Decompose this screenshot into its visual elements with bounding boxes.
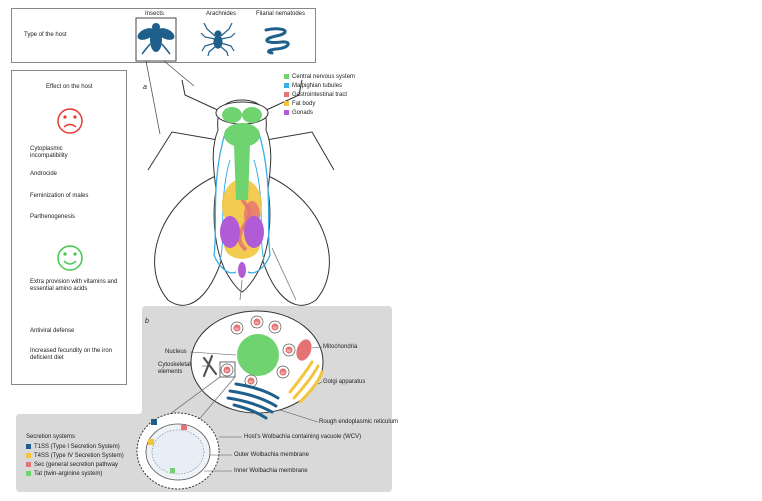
w-label: W — [225, 368, 229, 373]
w-label: W — [273, 325, 277, 330]
legend-item-fat: Fat body — [284, 101, 355, 108]
effects-title: Effect on the host — [46, 84, 93, 90]
secretion-t4ss: T4SS (Type IV Secretion System) — [26, 453, 124, 460]
label-mitochondria: Mitochondria — [323, 344, 358, 350]
panel-a-letter: a — [143, 84, 147, 91]
effect-fecundity: Increased fecundity on the iron deficien… — [30, 348, 113, 361]
legend-item-gonads: Gonads — [284, 110, 355, 117]
effect-parthenogenesis: Parthenogenesis — [30, 214, 76, 220]
w-label: W — [255, 320, 259, 325]
label-outer-membrane: Outer Wolbachia membrane — [234, 452, 309, 458]
rer-shape — [226, 382, 280, 420]
host-col-nematodes: Filarial nematodes — [256, 11, 306, 17]
sad-face-icon — [57, 108, 83, 134]
host-type-label: Type of the host — [24, 32, 67, 38]
host-col-insects: Insects — [145, 11, 165, 17]
nematode-icon — [264, 27, 290, 55]
effect-androcide: Androcide — [30, 171, 58, 177]
w-label: W — [249, 379, 253, 384]
panel-b-letter: b — [145, 318, 149, 325]
secretion-legend: Secretion systems T1SS (Type I Secretion… — [26, 434, 124, 478]
happy-face-icon — [57, 245, 83, 271]
golgi-shape — [288, 360, 324, 404]
label-nucleus: Nucleus — [165, 349, 187, 355]
legend-item-malpighian: Malpighian tubules — [284, 83, 355, 90]
label-cytoskeletal: Cytoskeletal elements — [158, 362, 191, 375]
panel-a-legend: Central nervous system Malpighian tubule… — [284, 74, 355, 117]
label-rer: Rough endoplasmic reticulum — [319, 419, 399, 425]
effect-antiviral: Antiviral defense — [30, 328, 75, 334]
host-col-arachnides: Arachnides — [206, 11, 237, 17]
legend-item-cns: Central nervous system — [284, 74, 355, 81]
fly-icon — [137, 23, 175, 55]
mitochondria-shape — [296, 339, 312, 361]
legend-item-gi: Gastrointestinal tract — [284, 92, 355, 99]
effect-vitamins: Extra provision with vitamins and essent… — [30, 279, 118, 292]
secretion-t1ss: T1SS (Type I Secretion System) — [26, 444, 124, 451]
secretion-sec: Sec (general secretion pathway — [26, 462, 124, 469]
effect-feminization: Feminization of males — [30, 193, 89, 199]
label-inner-membrane: Inner Wolbachia membrane — [234, 468, 308, 474]
label-wcv: Host's Wolbachia containing vacuole (WCV… — [244, 434, 362, 440]
spider-icon — [200, 22, 236, 57]
nucleus-shape — [237, 334, 279, 376]
w-label: W — [235, 326, 239, 331]
label-golgi: Golgi apparatus — [323, 379, 366, 385]
secretion-title: Secretion systems — [26, 434, 76, 440]
secretion-tat: Tat (twin-arginine system) — [26, 471, 124, 478]
effect-ci: Cytoplasmic incompatibility — [30, 146, 68, 159]
effects-panel — [11, 70, 127, 385]
insect-highlight-box — [135, 17, 177, 62]
w-label: W — [281, 370, 285, 375]
w-label: W — [287, 348, 291, 353]
